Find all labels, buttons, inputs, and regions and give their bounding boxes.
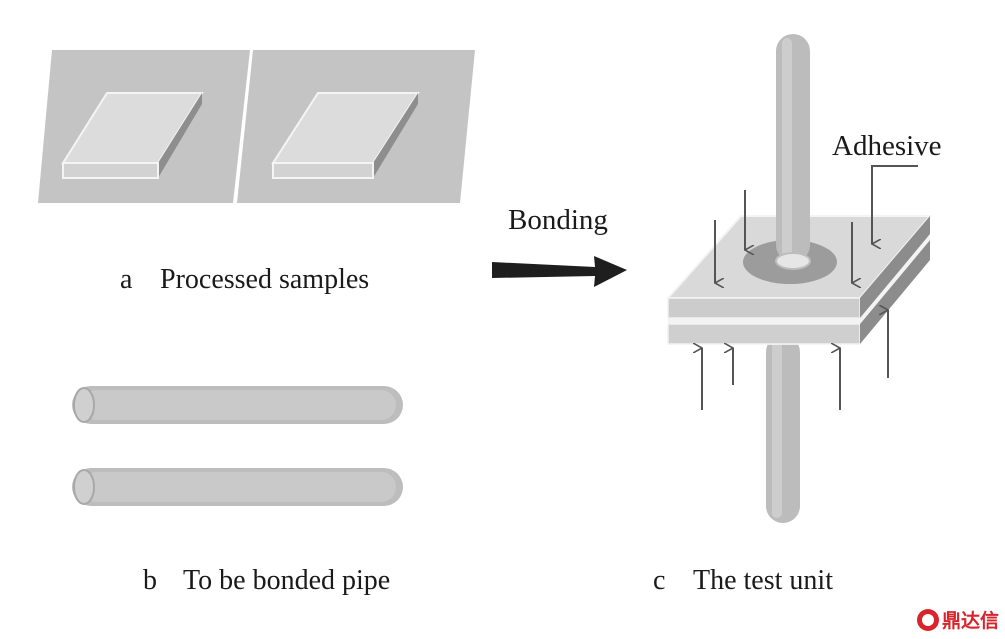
bonding-arrow [492, 256, 627, 287]
caption-c: c The test unit [653, 565, 833, 597]
force-arrows-down [714, 190, 852, 283]
watermark-logo: 鼎达信 [916, 606, 999, 633]
adhesive-label: Adhesive [832, 130, 942, 162]
caption-a-text: Processed samples [160, 264, 370, 295]
caption-b: b To be bonded pipe [143, 565, 390, 597]
processed-sample-right [237, 50, 475, 203]
caption-a: a Processed samples [120, 264, 369, 296]
pipe-bottom [72, 468, 403, 506]
bonding-label: Bonding [508, 204, 608, 236]
caption-c-text: The test unit [693, 565, 833, 596]
pipe-top [72, 386, 403, 424]
processed-sample-left [38, 50, 250, 203]
test-unit [665, 34, 933, 523]
watermark-icon [916, 608, 939, 631]
caption-b-letter: b [143, 565, 157, 596]
caption-a-letter: a [120, 264, 133, 295]
force-arrows-up [702, 310, 889, 410]
caption-c-letter: c [653, 565, 666, 596]
adhesive-leader [871, 165, 918, 244]
watermark-text: 鼎达信 [941, 610, 999, 632]
caption-b-text: To be bonded pipe [183, 565, 391, 596]
